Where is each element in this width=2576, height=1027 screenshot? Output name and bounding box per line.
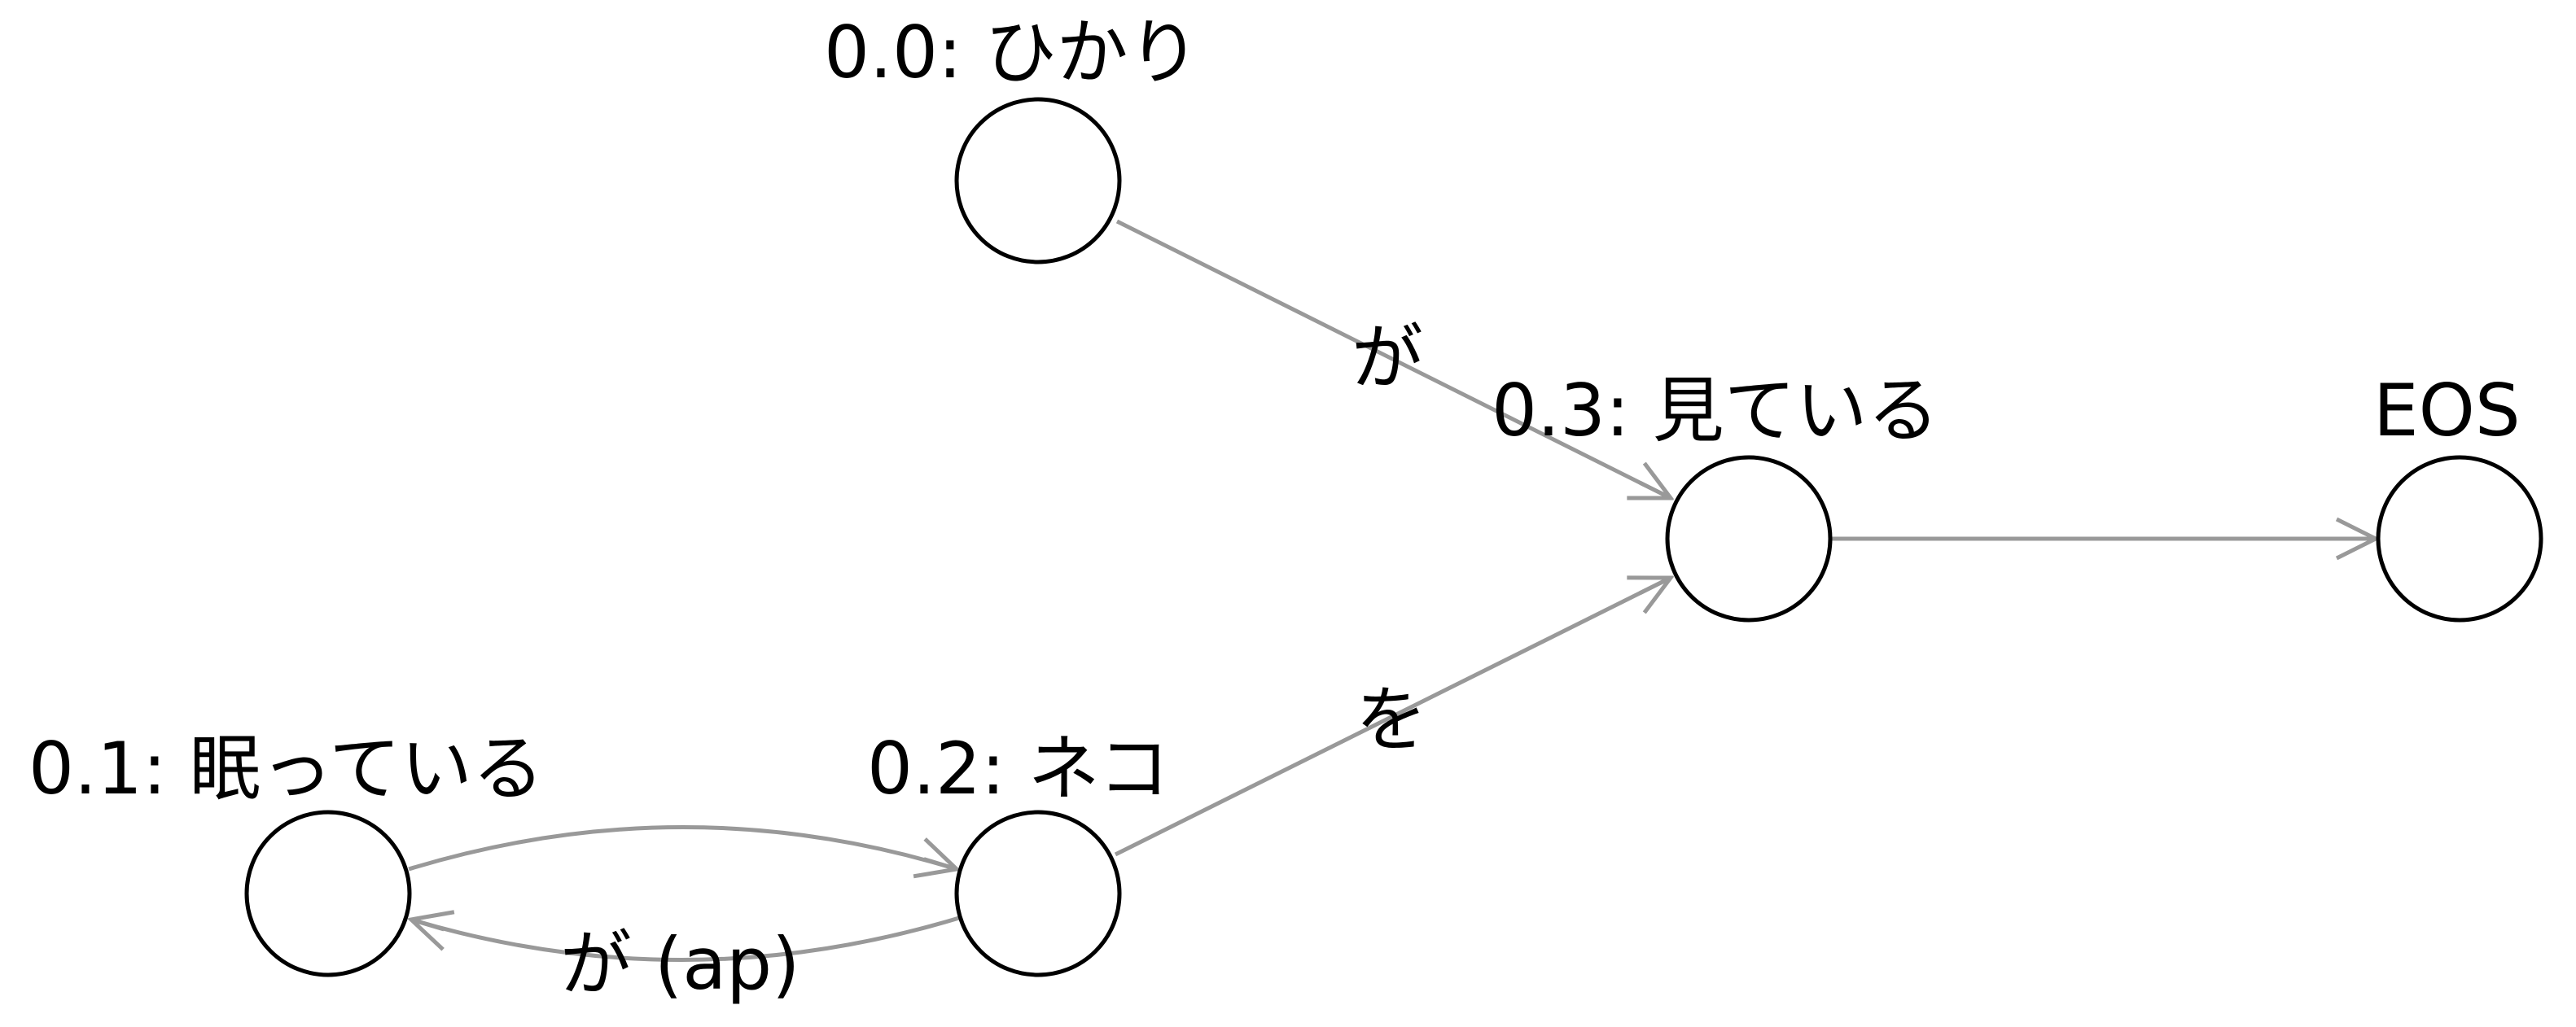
edge-label-0.2-0.3: を	[1356, 678, 1427, 762]
edge-0.1-to-0.2	[408, 825, 957, 870]
edge-0.2-to-0.1	[411, 918, 960, 962]
node-0.2	[954, 810, 1122, 977]
node-label-0.2: 0.2: ネコ	[867, 727, 1170, 811]
node-labels: 0.0: ひかり 0.1: 眠っている 0.2: ネコ 0.3: 見ている EO…	[28, 11, 2521, 811]
node-label-0.3: 0.3: 見ている	[1492, 369, 1939, 452]
edge-labels: が を が (ap)	[560, 316, 1427, 1006]
node-0.3	[1665, 455, 1833, 623]
edges	[408, 219, 2376, 962]
node-label-eos: EOS	[2373, 369, 2521, 452]
edge-0.0-to-0.3	[1115, 219, 1671, 498]
edge-label-0.2-0.1: が (ap)	[560, 922, 800, 1006]
node-0.0	[954, 97, 1122, 264]
edge-label-0.0-0.3: が	[1352, 316, 1423, 400]
node-eos	[2376, 455, 2543, 623]
node-0.1	[244, 810, 412, 977]
edge-0.2-to-0.3	[1114, 578, 1671, 857]
node-label-0.0: 0.0: ひかり	[824, 11, 1200, 94]
nodes	[244, 97, 2543, 977]
node-label-0.1: 0.1: 眠っている	[28, 727, 544, 811]
